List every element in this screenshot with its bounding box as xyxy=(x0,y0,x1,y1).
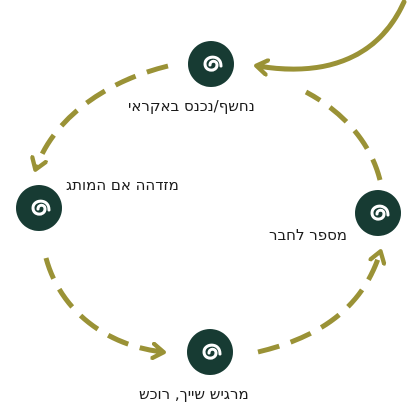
spiral-icon xyxy=(203,55,223,72)
node-left xyxy=(16,185,62,231)
arrow-top-to-left xyxy=(36,63,169,168)
node-bottom-label: מרגיש שייך, רוכש xyxy=(139,385,249,403)
node-right xyxy=(355,190,401,236)
spiral-icon xyxy=(202,343,222,360)
spiral-icon xyxy=(370,204,390,221)
spiral-icon xyxy=(31,199,51,216)
node-right-label: מספר לחבר xyxy=(269,226,347,244)
node-top xyxy=(188,41,234,87)
node-top-label: נחשף/נכנס באקראי xyxy=(128,97,255,115)
node-bottom xyxy=(187,329,233,375)
node-left-label: מזדהה אם המותג xyxy=(66,176,179,194)
arrow-bottom-to-right xyxy=(257,253,380,355)
arrow-right-to-top xyxy=(304,89,383,181)
entry-arrow xyxy=(258,0,407,69)
arrow-left-to-bottom xyxy=(43,257,162,352)
